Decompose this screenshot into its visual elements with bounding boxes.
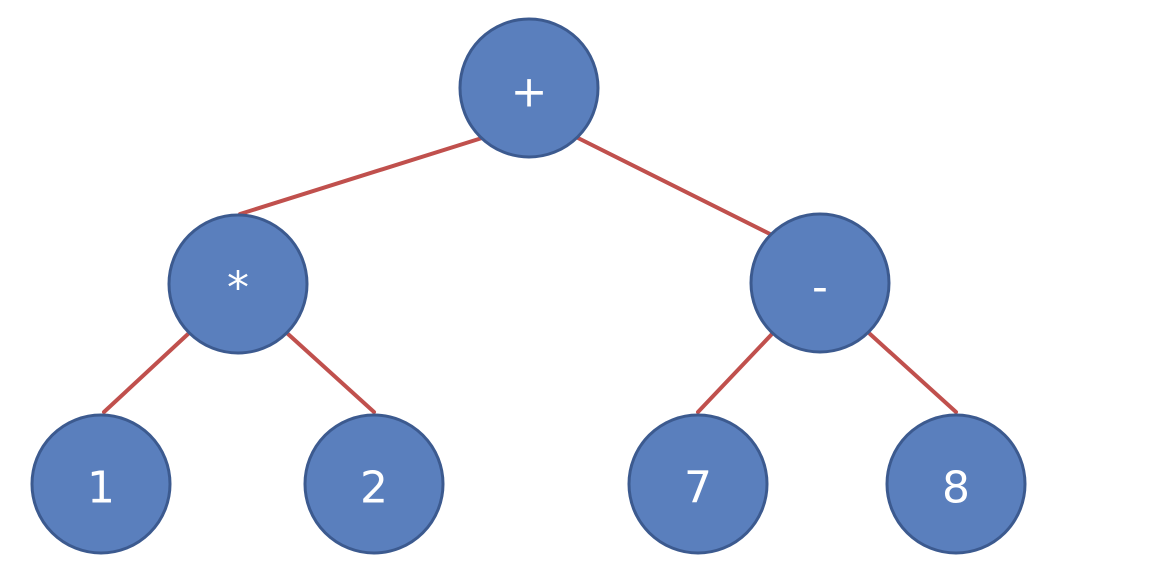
node-2: 2 (303, 413, 445, 555)
edge-root-to-sub (576, 136, 772, 236)
edge-root-to-mul (238, 136, 484, 216)
node-7: 7 (627, 413, 769, 555)
node-multiply: * (167, 213, 309, 355)
node-plus-label: + (511, 67, 548, 118)
edge-mul-to-2 (286, 332, 376, 414)
node-plus: + (458, 17, 600, 159)
node-7-label: 7 (684, 463, 712, 514)
node-2-label: 2 (360, 463, 388, 514)
node-1: 1 (30, 413, 172, 555)
node-8-label: 8 (942, 463, 970, 514)
tree-edges (102, 136, 958, 414)
node-multiply-label: * (227, 263, 249, 314)
node-minus-label: - (812, 262, 828, 313)
edge-sub-to-8 (868, 332, 958, 414)
edge-sub-to-7 (696, 332, 774, 414)
node-8: 8 (885, 413, 1027, 555)
node-minus: - (749, 212, 891, 354)
node-1-label: 1 (87, 463, 115, 514)
edge-mul-to-1 (102, 332, 190, 414)
